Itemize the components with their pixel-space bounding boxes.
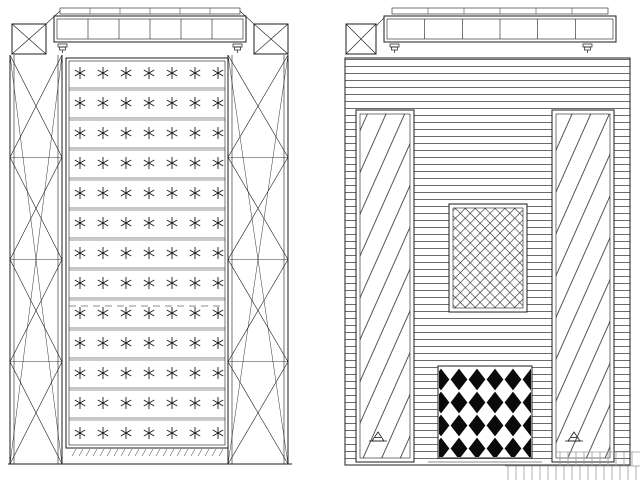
- strip-connector-left: [45, 10, 61, 25]
- hatched-corner-box-right: [253, 23, 289, 55]
- hatched-corner-box: [345, 23, 377, 55]
- right-elevation-generated: [389, 8, 593, 54]
- hatched-corner-box-left: [11, 23, 47, 55]
- drawing-fragment: [505, 451, 640, 480]
- right-elevation: [344, 7, 640, 480]
- diamond-panel: [437, 365, 533, 459]
- hatched-window: [448, 203, 528, 313]
- strip-connector-right: [239, 10, 255, 25]
- left-elevation-generated: [9, 8, 289, 465]
- siding-wall-border: [344, 57, 631, 466]
- left-elevation: [8, 7, 292, 465]
- strip-connector: [375, 17, 385, 27]
- glazed-door-left: [355, 109, 415, 463]
- glazed-door-right: [551, 109, 615, 463]
